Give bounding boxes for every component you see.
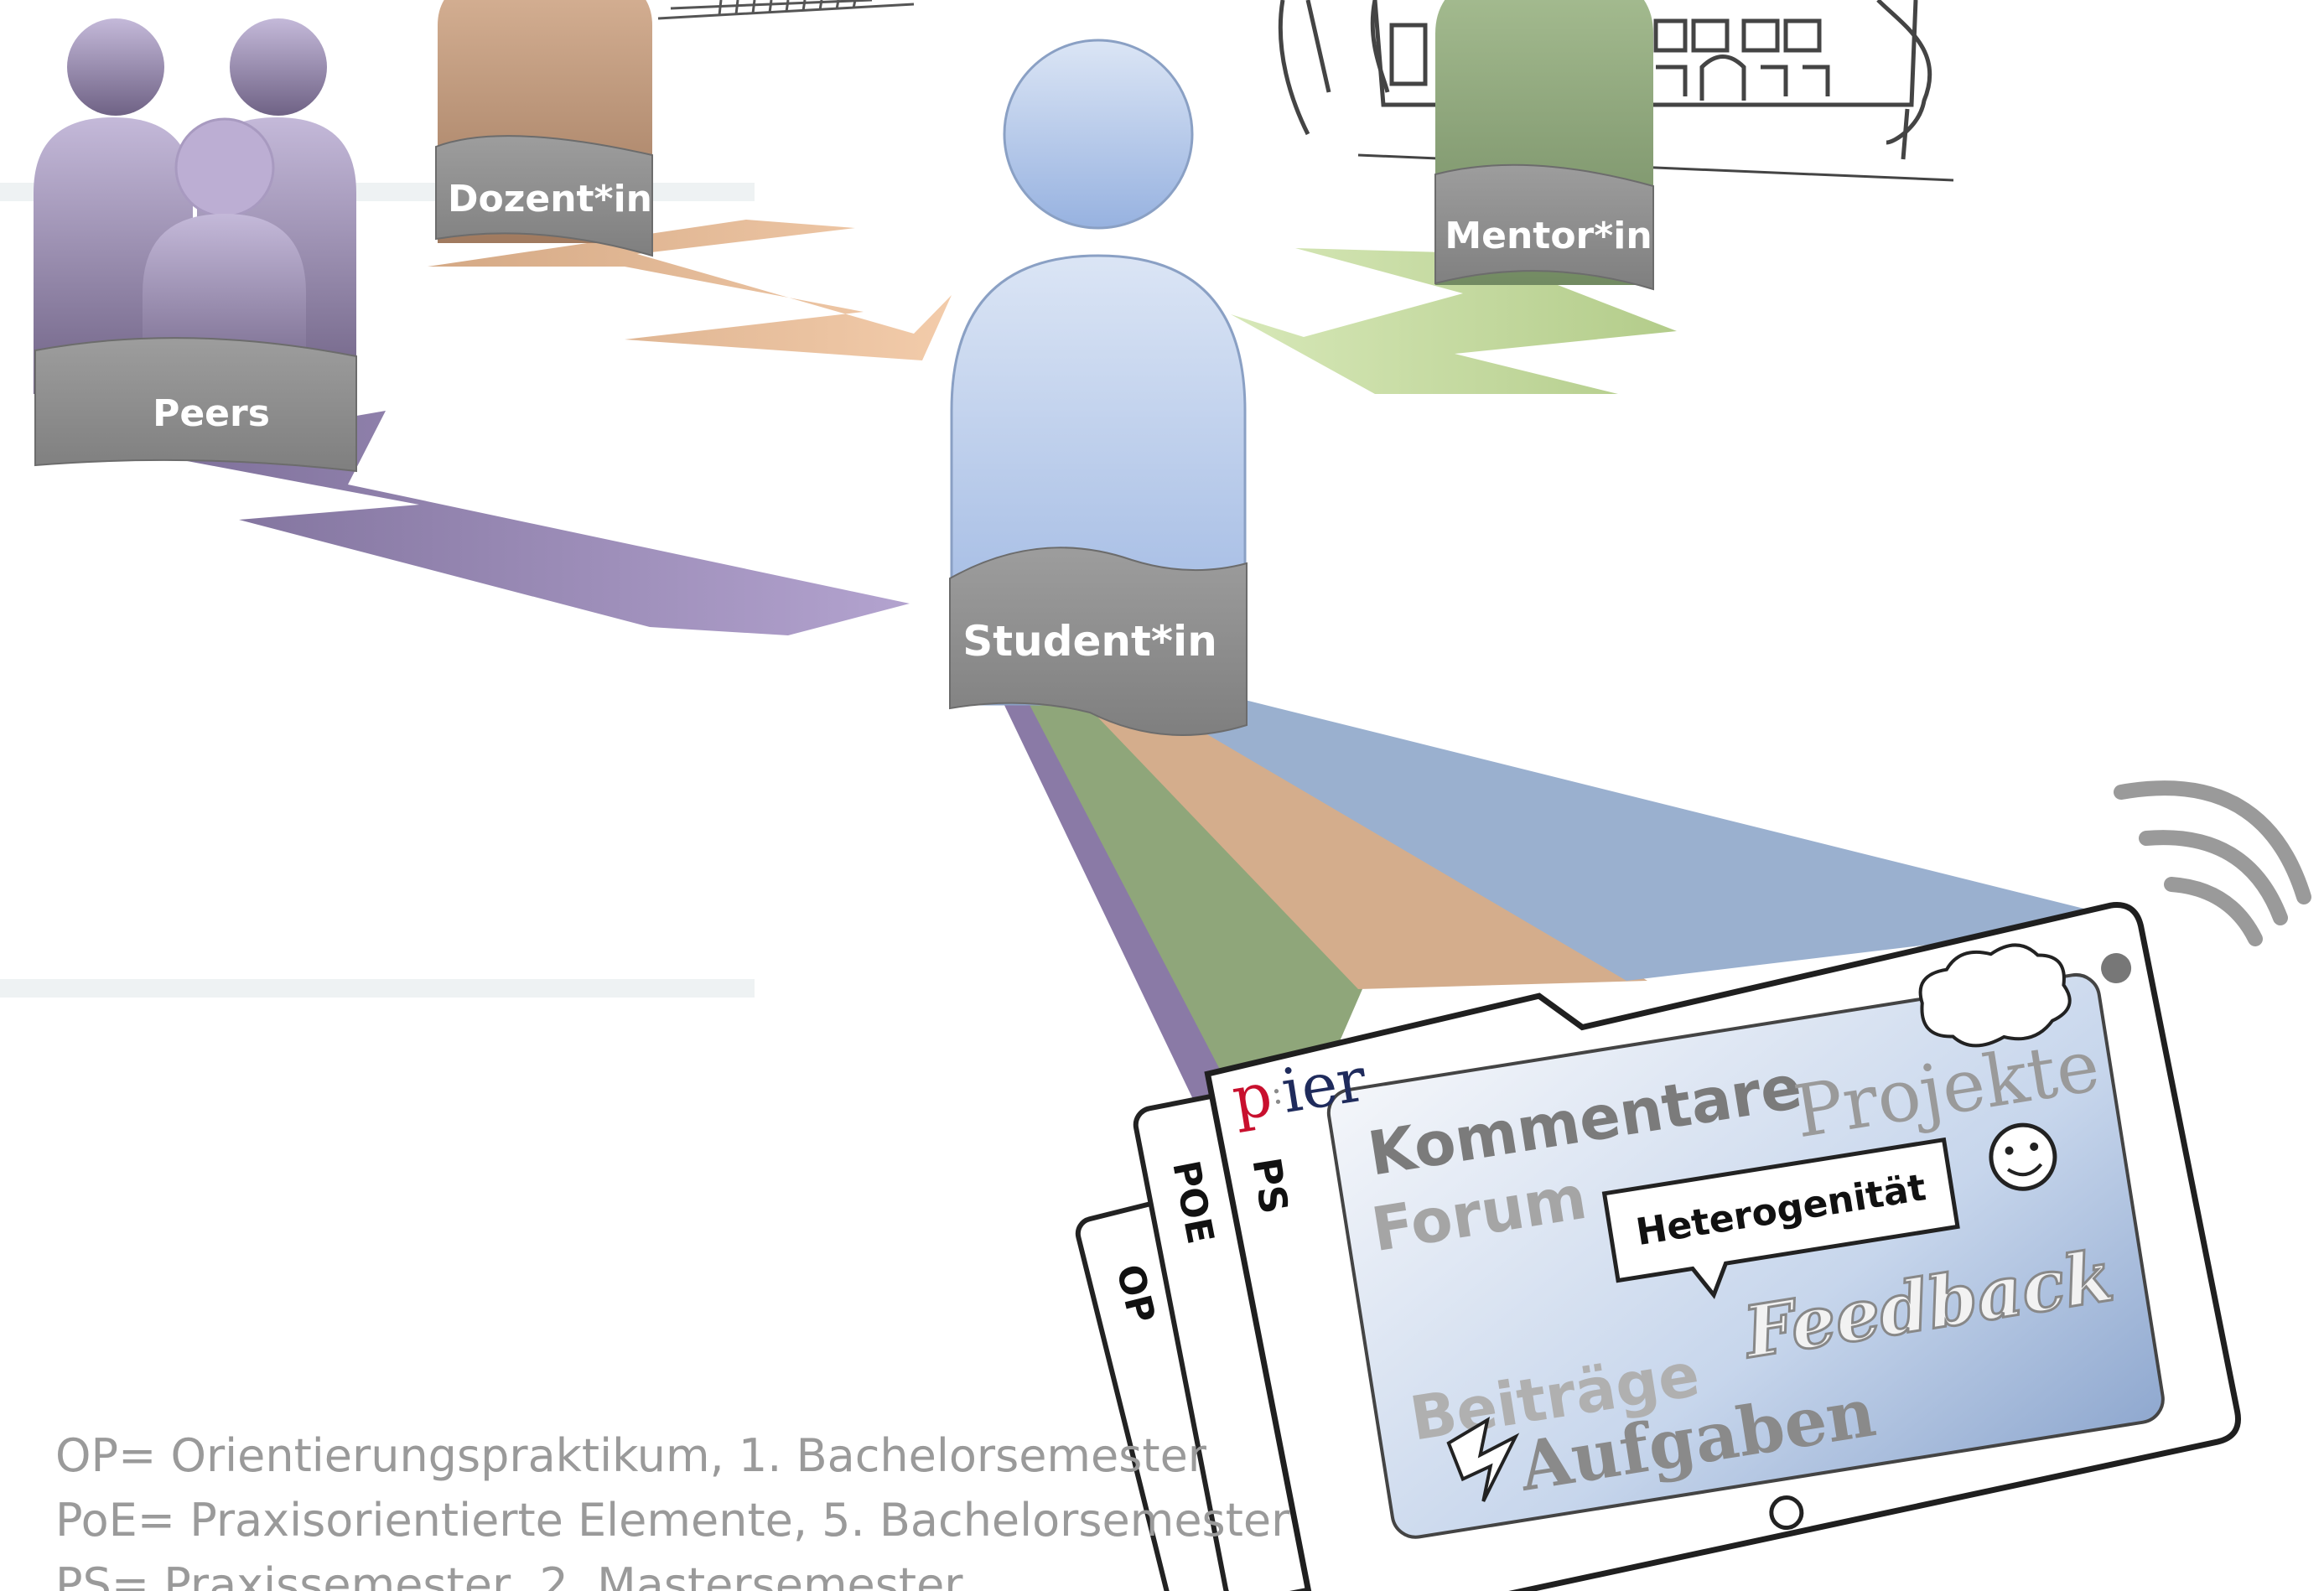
legend-ps: PS= Praxissemester, 2. Mastersemester [55,1558,963,1591]
peers-label-band [34,337,357,473]
legend-op: OP= Orientierungspraktikum, 1. Bachelors… [55,1429,1207,1482]
peers-figure: Peers [34,18,357,473]
lecturer-figure: Dozent*in [435,0,653,257]
background-stripe [0,979,755,998]
tablet-camera-icon [2101,953,2132,984]
pier-logo-rest: ier [1277,1044,1372,1127]
student-label: Student*in [962,617,1217,666]
mentor-label: Mentor*in [1445,215,1652,257]
lecturer-label-band [435,135,653,257]
mentor-label-band [1434,163,1654,291]
wifi-signal-icon [2114,780,2311,946]
heterogenitaet-speech-bubble: Heterogenität [1601,1137,1960,1299]
card-ps-label: PS [1243,1154,1297,1216]
smiley-icon [1989,1122,2057,1191]
mentor-arrow [1231,248,1677,394]
lecturer-label: Dozent*in [448,178,652,220]
student-head [1003,39,1194,230]
legend-poe: PoE= Praxisorientierte Elemente, 5. Bach… [55,1494,1290,1547]
lightning-icon [1446,1416,1520,1502]
peers-label: Peers [153,392,270,435]
thought-cloud-icon [1918,943,2072,1048]
student-label-band [949,547,1248,736]
legend: OP= Orientierungspraktikum, 1. Bachelors… [55,1429,1290,1591]
mentor-figure: Mentor*in [1434,0,1654,291]
tablet-device: OP POE p:ier PS Kommentare Projekte Foru… [1075,780,2311,1591]
tablet-home-button-icon [1769,1495,1804,1531]
lecture-hall-sketch [657,0,915,20]
lecturer-arrow [428,220,952,360]
student-figure: Student*in [949,39,1248,736]
